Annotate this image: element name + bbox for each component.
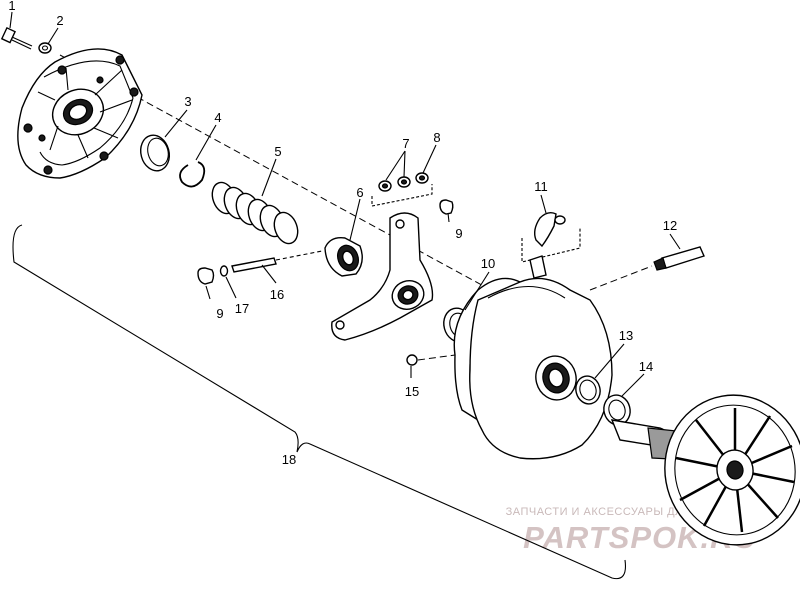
cover-plate — [17, 48, 143, 179]
spoked-wheel — [664, 394, 800, 546]
leader-15 — [417, 354, 456, 361]
callout-2: 2 — [56, 13, 63, 28]
callout-3: 3 — [184, 94, 191, 109]
snap-ring-part-4 — [179, 161, 206, 188]
bushing-part-3 — [139, 134, 171, 172]
ring-part-14 — [603, 394, 631, 426]
roller-part-6 — [324, 237, 363, 277]
leader-lines — [9, 11, 681, 397]
callout-14: 14 — [639, 359, 653, 374]
cap-part-9-left — [197, 267, 215, 285]
pin-part-12 — [589, 246, 705, 291]
callout-4: 4 — [214, 110, 221, 125]
nut-part-8 — [397, 172, 429, 188]
callout-6: 6 — [356, 185, 363, 200]
assembly-bracket-18 — [12, 224, 627, 580]
callout-9-left: 9 — [216, 306, 223, 321]
callout-15: 15 — [405, 384, 419, 399]
callout-8: 8 — [433, 130, 440, 145]
group-bracket-7-8 — [371, 184, 433, 207]
washer-part-2 — [38, 42, 52, 54]
group-bracket-11 — [521, 228, 581, 263]
spring-part-5 — [211, 181, 299, 245]
leader-12 — [589, 265, 653, 291]
sheave-disk — [453, 255, 613, 460]
bolt-part-1 — [0, 26, 33, 50]
weight-arm — [331, 212, 434, 341]
clip-part-11 — [533, 211, 566, 248]
pin-part-16 — [231, 250, 323, 273]
callout-11: 11 — [534, 179, 548, 194]
cap-part-9-right — [439, 199, 454, 215]
callout-12: 12 — [663, 218, 677, 233]
callout-9-right: 9 — [455, 226, 462, 241]
callout-1: 1 — [8, 0, 15, 13]
callout-16: 16 — [270, 287, 284, 302]
nut-part-15 — [406, 354, 418, 366]
callout-10: 10 — [481, 256, 495, 271]
callout-13: 13 — [619, 328, 633, 343]
ring-part-13 — [575, 375, 601, 405]
callout-7: 7 — [402, 136, 409, 151]
callout-17: 17 — [235, 301, 249, 316]
callout-5: 5 — [274, 144, 281, 159]
ring-part-17 — [219, 265, 229, 277]
nut-part-7 — [378, 180, 392, 192]
callout-18: 18 — [282, 452, 296, 467]
